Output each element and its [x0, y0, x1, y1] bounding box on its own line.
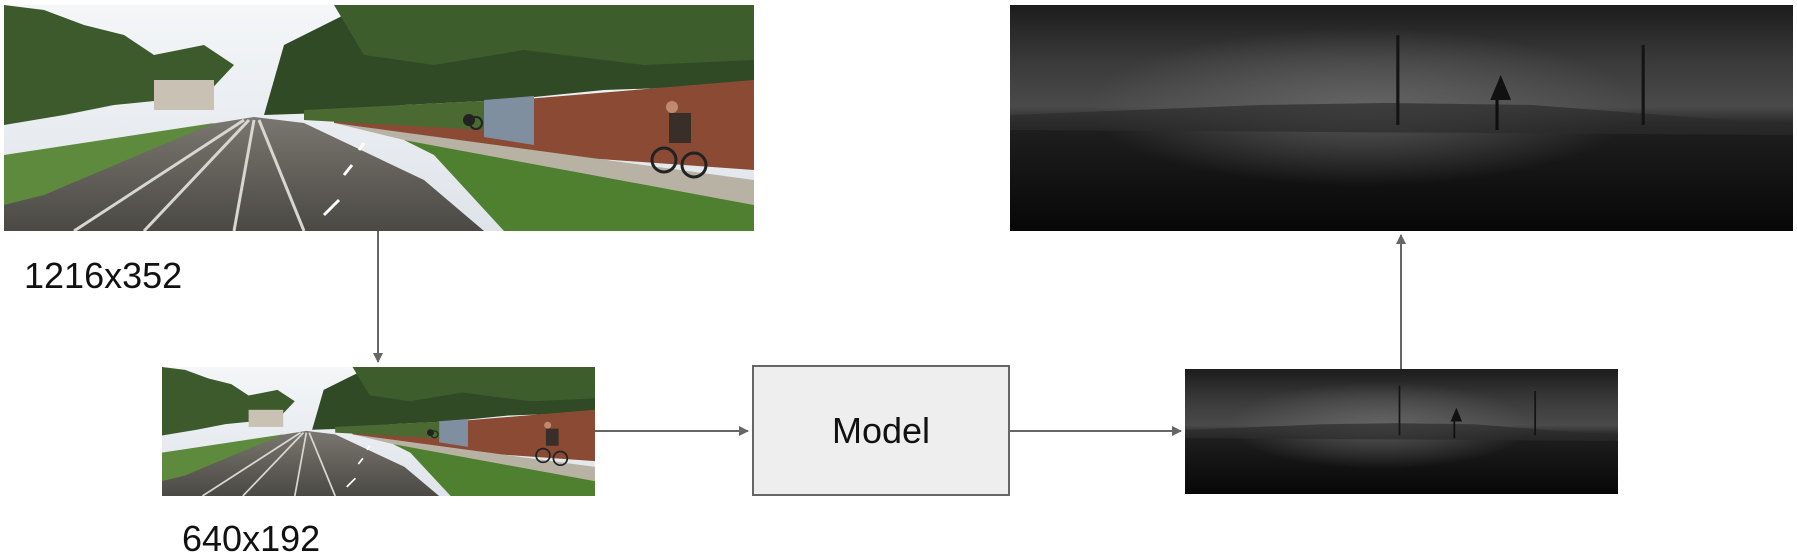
depth-map-small	[1185, 369, 1618, 494]
input-size-label: 1216x352	[24, 255, 183, 296]
model-box: Model	[752, 365, 1010, 496]
resized-size-label: 640x192	[182, 518, 321, 559]
depth-map-full	[1010, 5, 1793, 231]
resized-image	[162, 367, 595, 496]
model-label: Model	[831, 409, 931, 451]
input-image	[4, 5, 754, 231]
